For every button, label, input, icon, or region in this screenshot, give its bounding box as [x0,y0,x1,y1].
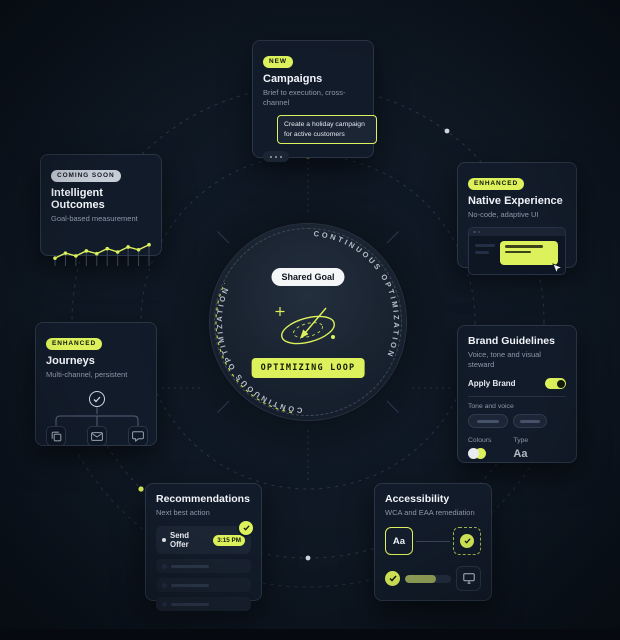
outcomes-chart [51,230,151,273]
chat-icon [132,430,144,442]
offer-bullet [162,538,166,543]
card-journeys: ENHANCED Journeys Multi-channel, persist… [35,322,157,448]
card-title: Intelligent Outcomes [51,187,105,211]
tone-pill[interactable] [468,414,508,429]
enhanced-badge: ENHANCED [468,178,525,190]
card-subtitle: Voice, tone and visual steward [468,350,541,370]
card-title: Accessibility [385,493,450,505]
ring-dot [138,486,144,492]
card-subtitle: Multi-channel, persistent [46,370,128,379]
optimizing-loop-hub: CONTINUOUS OPTIMIZATION CONTINUOUS OPTIM… [210,224,406,420]
dart-orbit-icon [266,300,350,361]
offer-check-icon [237,519,255,538]
campaign-prompt-tooltip: Create a holiday campaign for active cus… [277,115,377,145]
card-accessibility: Accessibility WCA and EAA remediation Aa [374,483,492,601]
typing-indicator [263,151,289,163]
apply-brand-toggle[interactable] [545,378,566,390]
mockup-titlebar [469,228,565,237]
remediation-target-box [453,527,481,556]
coming-soon-badge: COMING SOON [51,170,121,182]
colours-label: Colours [468,437,492,445]
card-subtitle: No-code, adaptive UI [468,210,539,219]
new-badge: NEW [263,56,293,68]
channel-node-chat [128,426,148,447]
type-label: Type [513,437,529,445]
check-icon [460,534,474,549]
card-subtitle: Brief to execution, cross-channel [263,88,346,108]
card-subtitle: WCA and EAA remediation [385,508,475,517]
offer-label: Send Offer [170,531,190,550]
cursor-icon [552,261,564,279]
apply-brand-label: Apply Brand [468,379,516,389]
enhanced-badge: ENHANCED [46,338,103,350]
text-sample-box: Aa [385,527,413,556]
progress-fill [405,574,437,583]
monitor-button[interactable] [456,566,481,592]
connector-line [416,540,450,542]
check-icon [385,571,400,587]
ring-dot [444,128,450,134]
recommendation-skeleton-row [156,597,251,612]
optimizing-loop-pill: OPTIMIZING LOOP [251,358,365,378]
card-intelligent-outcomes: COMING SOON Intelligent Outcomes Goal-ba… [40,154,162,267]
recommendation-skeleton-row [156,578,251,593]
type-sample: Aa [513,448,528,461]
card-campaigns: NEW Campaigns Brief to execution, cross-… [252,40,377,163]
ring-dot [305,555,311,561]
tone-label: Tone and voice [468,403,514,411]
assistant-bubble [500,241,558,266]
divider [468,396,566,398]
channel-node-email [87,426,107,447]
card-recommendations: Recommendations Next best action Send Of… [145,483,262,612]
progress-row [385,566,481,592]
card-subtitle: Next best action [156,508,210,517]
tone-pill[interactable] [513,414,547,429]
card-title: Journeys [46,355,95,367]
offer-time-badge: 3:15 PM [213,534,245,546]
skeleton-line [475,244,495,248]
copy-icon [51,431,61,441]
remediation-flow: Aa [385,527,481,556]
progress-track [405,574,451,583]
email-icon [91,431,103,441]
app-mockup [468,227,566,276]
card-title: Recommendations [156,493,250,505]
journey-start-check [89,391,105,408]
card-title: Brand Guidelines [468,335,555,347]
skeleton-line [475,251,489,255]
channel-node-app [46,426,66,447]
journey-flow [46,390,148,448]
bottom-bar [0,629,620,640]
card-title: Campaigns [263,73,323,85]
card-brand-guidelines: Brand Guidelines Voice, tone and visual … [457,325,577,463]
card-subtitle: Goal-based measurement [51,214,138,223]
shared-goal-pill: Shared Goal [271,268,345,286]
recommendation-skeleton-row [156,559,251,574]
card-native-experience: ENHANCED Native Experience No-code, adap… [457,162,577,276]
send-offer-row[interactable]: Send Offer 3:15 PM [156,519,255,555]
monitor-icon [462,573,475,584]
card-title: Native Experience [468,195,563,207]
